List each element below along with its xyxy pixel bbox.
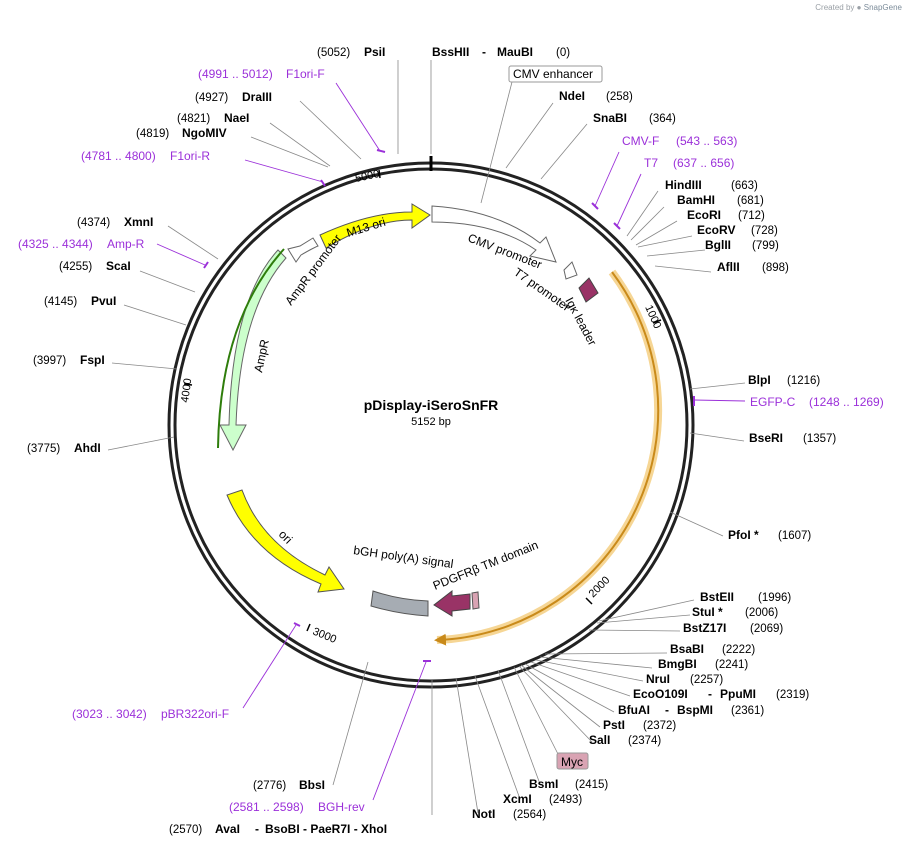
enzyme-ahdi: (3775)AhdI [27,441,101,455]
primer-f1ori-f: (4991 .. 5012)F1ori-F [198,67,325,81]
enzyme-hindiii: HindIII(663) [665,178,758,192]
enzyme-ecorv: EcoRV(728) [697,223,778,237]
enzyme-bsshii: BssHII-MauBI(0) [432,45,570,59]
plasmid-name: pDisplay-iSeroSnFR [364,397,499,413]
orf-arc-iserosnfr-line [434,271,660,646]
primer-leader-lines [156,82,746,801]
enzyme-leader-lines [107,60,746,815]
primer-egfp-c: EGFP-C(1248 .. 1269) [750,395,884,409]
primer-labels: (4991 .. 5012)F1ori-F (4781 .. 4800)F1or… [18,67,884,814]
enzyme-bfuai: BfuAI-BspMI(2361) [618,703,764,717]
watermark-prefix: Created by [815,3,855,12]
enzyme-ndei: NdeI(258) [559,89,633,103]
watermark-brand: SnapGene [863,3,902,12]
enzyme-psti: PstI(2372) [603,718,676,732]
enzyme-snabi: SnaBI(364) [593,111,676,125]
primer-cmv-f: CMV-F(543 .. 563) [622,134,737,148]
feature-label-bgh-polya: bGH poly(A) signal [353,543,455,571]
boxed-feature-cmv-enhancer: CMV enhancer [508,65,603,83]
enzyme-draiii: (4927)DraIII [195,90,272,104]
t7-promoter-arrow [563,261,578,280]
enzyme-fspi: (3997)FspI [33,353,105,367]
bgh-polya-block [370,590,429,617]
enzyme-sali: SalI(2374) [589,733,661,747]
enzyme-ngomiv: (4819)NgoMIV [136,126,227,140]
primer-pbr322ori-f: (3023 .. 3042)pBR322ori-F [72,707,229,721]
feature-label-t7-promoter: T7 promoter [511,265,573,314]
enzyme-bglii: BglII(799) [705,238,779,252]
enzyme-nrui: NruI(2257) [646,672,723,686]
enzyme-blpi: BlpI(1216) [748,373,820,387]
snapgene-watermark: Created by ● SnapGene [815,3,902,12]
enzyme-scai: (4255)ScaI [59,259,131,273]
enzyme-stui: StuI *(2006) [692,605,778,619]
enzyme-ecori: EcoRI(712) [687,208,765,222]
enzyme-xcmi: XcmI(2493) [503,792,582,806]
enzyme-pfoi: PfoI *(1607) [728,528,811,542]
cmv-enhancer-label: CMV enhancer [513,67,593,81]
feature-label-ori: ori [276,527,295,546]
myc-label: Myc [561,755,583,769]
ampr-translation-line [217,248,285,449]
primer-amp-r: (4325 .. 4344)Amp-R [18,237,145,251]
primer-mark-pbr322ori-f [293,622,301,627]
feature-arrows [217,203,599,617]
igk-leader-arrow [578,277,599,303]
ori-arrow [226,489,345,593]
primer-mark-f1ori-f [376,149,386,153]
primer-f1ori-r: (4781 .. 4800)F1ori-R [81,149,210,163]
enzyme-bstz17i: BstZ17I(2069) [683,621,783,635]
enzyme-bamhi: BamHI(681) [677,193,764,207]
pdgfrb-tm-arrow [433,589,471,617]
enzyme-naei: (4821)NaeI [177,111,249,125]
enzyme-bsteii: BstEII(1996) [700,590,791,604]
enzyme-psii: (5052)PsiI [317,45,385,59]
primer-bgh-rev: (2581 .. 2598)BGH-rev [229,800,365,814]
enzyme-labels: (5052)PsiI BssHII-MauBI(0) (4927)DraIII … [27,45,836,836]
feature-label-igk-leader: Igκ leader [562,295,599,348]
enzyme-avai: (2570)AvaI-BsoBI - PaeR7I - XhoI [169,822,387,836]
primer-mark-amp-r [203,261,209,269]
tick-5000: 5000 [354,168,380,185]
enzyme-bmgbi: BmgBI(2241) [658,657,748,671]
ampr-arrow [219,249,287,452]
plasmid-size: 5152 bp [411,416,451,428]
enzyme-aflii: AflII(898) [717,260,789,274]
feature-label-ampr: AmpR [251,338,272,374]
enzyme-bsmi: BsmI(2415) [529,777,608,791]
myc-tag-block [471,591,480,610]
enzyme-pvui: (4145)PvuI [44,294,116,308]
boxed-feature-myc: Myc [556,752,589,770]
primer-mark-f1ori-r [320,179,326,187]
orf-arc-iserosnfr [436,269,663,644]
enzyme-xmni: (4374)XmnI [77,215,153,229]
tick-3000: 3000 [311,626,338,646]
enzyme-bbsi: (2776)BbsI [253,778,325,792]
m13-ori-arrow [319,203,431,249]
snapgene-logo-icon: ● [856,3,862,12]
tick-4000: 4000 [179,378,194,404]
ampr-promoter-arrow [287,237,319,263]
enzyme-seri: BseRI(1357) [749,431,836,445]
cmv-promoter-arrow [431,205,557,263]
primer-t7: T7(637 .. 656) [644,156,734,170]
enzyme-noti: NotI(2564) [472,807,546,821]
enzyme-bsabi: BsaBI(2222) [670,642,755,656]
enzyme-ecoo109i: EcoO109I-PpuMI(2319) [633,687,809,701]
